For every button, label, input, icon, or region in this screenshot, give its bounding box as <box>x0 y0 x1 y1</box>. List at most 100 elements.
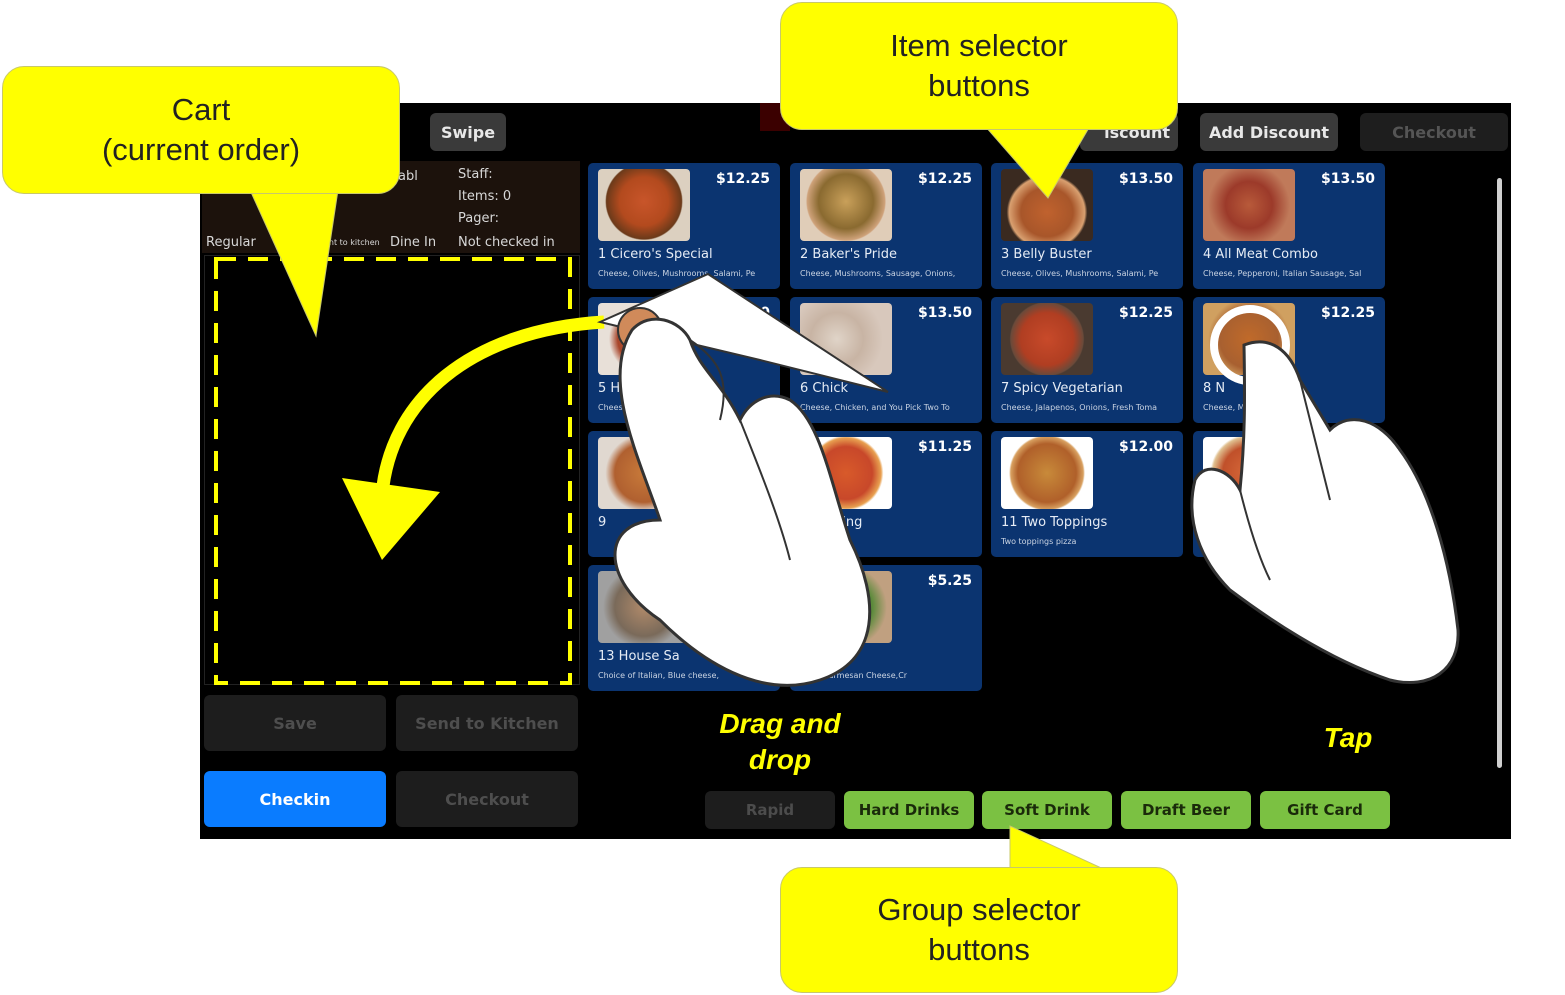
drag-label-line2: drop <box>748 744 812 776</box>
item-price: $13.50 <box>1118 171 1173 187</box>
item-description: Cheese, Olives, Mushrooms, Salami, Pe <box>1001 269 1159 278</box>
checkout-button[interactable]: Checkout <box>396 771 578 827</box>
pizza-image <box>598 437 690 509</box>
item-scrollbar[interactable] <box>1497 178 1502 768</box>
item-name: Salad <box>800 649 837 664</box>
item-callout-line2: buttons <box>928 68 1030 103</box>
save-button[interactable]: Save <box>204 695 386 751</box>
item-description: Cheese, Chicken, and You Pick Two To <box>800 403 950 412</box>
kitchen-note: ent to kitchen <box>324 238 380 247</box>
group-selector-callout: Group selector buttons <box>780 867 1178 993</box>
dine-in-label: Dine In <box>390 235 437 250</box>
pizza-image <box>1001 437 1093 509</box>
pizza-image <box>1203 437 1295 509</box>
item-price: $12.25 <box>1320 305 1375 321</box>
item-name: 5 Ha <box>598 381 629 396</box>
drag-label-line1: Drag and <box>719 708 841 739</box>
item-button[interactable]: $11.25 e Topping ng Pizza <box>790 431 982 557</box>
item-button[interactable]: $12.25 7 Spicy Vegetarian Cheese, Jalape… <box>991 297 1183 423</box>
staff-label: Staff: <box>458 167 493 182</box>
item-name: 13 House Sa <box>598 649 680 664</box>
item-description: Cheese, Jalapenos, Onions, Fresh Toma <box>1001 403 1158 412</box>
item-price: $12.25 <box>1118 305 1173 321</box>
item-description: ng Pizza <box>800 537 833 546</box>
item-button[interactable]: 13 House Sa Choice of Italian, Blue chee… <box>588 565 780 691</box>
item-price: $12.25 <box>917 171 972 187</box>
item-description: Choice of Italian, Blue cheese, <box>598 671 719 680</box>
item-price: $12.25 <box>715 171 770 187</box>
check-status: Not checked in <box>458 235 555 250</box>
item-price: $12.00 <box>1118 439 1173 455</box>
item-button[interactable]: 9 <box>588 431 780 557</box>
item-description: Cheese, Mushrooms, Sausage, Onions, <box>800 269 956 278</box>
item-button[interactable]: $13.50 3 Belly Buster Cheese, Olives, Mu… <box>991 163 1183 289</box>
item-name: 7 Spicy Vegetarian <box>1001 381 1123 396</box>
send-to-kitchen-button[interactable]: Send to Kitchen <box>396 695 578 751</box>
item-description: Cheese, Olives, Mushrooms, Salami, Pe <box>598 269 756 278</box>
pizza-image <box>1001 303 1093 375</box>
item-button[interactable]: $12.00 11 Two Toppings Two toppings pizz… <box>991 431 1183 557</box>
item-description: Two toppings pizza <box>1001 537 1077 546</box>
item-button[interactable]: $5.25 Salad ouse, Parmesan Cheese,Cr <box>790 565 982 691</box>
item-name: e Topping <box>800 515 863 530</box>
salad-image <box>800 571 892 643</box>
item-selector-callout: Item selector buttons <box>780 2 1178 130</box>
item-description: ouse, Parmesan Cheese,Cr <box>800 671 908 680</box>
group-hard-drinks-button[interactable]: Hard Drinks <box>844 791 974 829</box>
item-description: Cheese, Pepperoni, Italian Sausage, Sal <box>1203 269 1362 278</box>
cart-callout-line1: Cart <box>171 91 231 127</box>
group-draft-beer-button[interactable]: Draft Beer <box>1121 791 1251 829</box>
group-gift-card-button[interactable]: Gift Card <box>1260 791 1390 829</box>
checkout-top-button[interactable]: Checkout <box>1360 113 1508 151</box>
pizza-image <box>1203 169 1295 241</box>
item-description: Cheese, M <box>1203 403 1245 412</box>
add-discount-button[interactable]: Add Discount <box>1200 113 1338 151</box>
item-description: Cheese, H <box>598 403 639 412</box>
item-button[interactable]: $13.50 4 All Meat Combo Cheese, Pepperon… <box>1193 163 1385 289</box>
pizza-image <box>1001 169 1093 241</box>
swipe-button[interactable]: Swipe <box>430 113 506 151</box>
items-count: Items: 0 <box>458 189 512 204</box>
item-callout-line1: Item selector <box>890 27 1068 63</box>
checkin-button[interactable]: Checkin <box>204 771 386 827</box>
cart-callout-line2: (current order) <box>101 132 301 167</box>
item-button[interactable]: $12.00 5 Ha Cheese, H <box>588 297 780 423</box>
salad-image <box>598 571 690 643</box>
item-button[interactable]: $12.25 8 N Cheese, M <box>1193 297 1385 423</box>
pizza-image <box>598 169 690 241</box>
item-name: 2 Baker's Pride <box>800 247 897 262</box>
pizza-image <box>800 437 892 509</box>
table-label: abl <box>398 169 418 184</box>
cart-list[interactable] <box>204 255 580 685</box>
item-price: $12.00 <box>715 305 770 321</box>
item-button[interactable]: lf & <box>1193 431 1385 557</box>
item-name: 3 Belly Buster <box>1001 247 1092 262</box>
order-type: Regular <box>206 235 256 250</box>
item-name: 9 <box>598 515 607 530</box>
group-callout-line2: buttons <box>928 932 1030 967</box>
item-button[interactable]: $12.25 2 Baker's Pride Cheese, Mushrooms… <box>790 163 982 289</box>
group-rapid-button[interactable]: Rapid <box>705 791 835 829</box>
item-price: $5.25 <box>927 573 972 589</box>
pizza-image <box>800 169 892 241</box>
item-grid: $12.25 1 Cicero's Special Cheese, Olives… <box>588 163 1388 693</box>
cart-callout: Cart (current order) <box>2 66 400 194</box>
item-name: 6 Chick <box>800 381 849 396</box>
item-price: $11.25 <box>917 439 972 455</box>
drag-drop-label: Drag and drop <box>690 706 870 779</box>
item-name: 11 Two Toppings <box>1001 515 1108 530</box>
item-button[interactable]: $13.50 6 Chick Cheese, Chicken, and You … <box>790 297 982 423</box>
pizza-image <box>1203 303 1295 375</box>
group-callout-line1: Group selector <box>877 891 1081 927</box>
item-name: lf & <box>1203 515 1226 530</box>
pizza-image <box>800 303 892 375</box>
item-button[interactable]: $12.25 1 Cicero's Special Cheese, Olives… <box>588 163 780 289</box>
item-price: $13.50 <box>1320 171 1375 187</box>
pager-label: Pager: <box>458 211 499 226</box>
item-name: 4 All Meat Combo <box>1203 247 1318 262</box>
item-name: 8 N <box>1203 381 1226 396</box>
pizza-image <box>598 303 690 375</box>
item-price: $13.50 <box>917 305 972 321</box>
tap-label: Tap <box>1323 722 1373 753</box>
group-soft-drink-button[interactable]: Soft Drink <box>982 791 1112 829</box>
